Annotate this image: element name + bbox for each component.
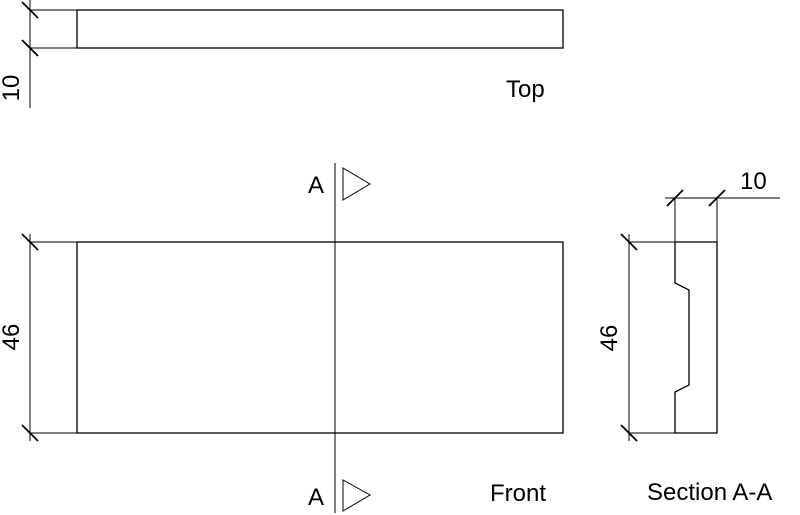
section-arrow-top-icon [342,167,371,201]
front-dimension-value: 46 [0,324,25,351]
section-cut-line: A A [308,163,372,513]
section-marker-letter-top: A [308,172,324,199]
section-width-tick-left [666,189,684,207]
front-view-label: Front [490,480,546,507]
section-height-tick-upper [620,233,638,251]
section-marker-letter-bottom: A [308,484,324,511]
section-width-tick-right [708,189,726,207]
top-dimension-tick-lower [21,39,39,57]
section-height-dimension: 46 [596,233,675,442]
section-height-tick-lower [620,424,638,442]
front-dimension: 46 [0,233,77,442]
front-view-outline [76,241,564,434]
section-width-value: 10 [740,168,767,195]
top-dimension-value: 10 [0,75,25,102]
section-width-dimension: 10 [665,168,780,242]
front-view: 46 A A Front [0,163,564,513]
top-dimension: 10 [0,0,77,108]
section-height-value: 46 [596,325,623,352]
section-view: 46 10 Section A-A [596,168,780,506]
top-dimension-tick-upper [21,1,39,19]
section-view-label: Section A-A [647,479,772,506]
section-profile [674,241,718,434]
front-dimension-tick-lower [21,424,39,442]
top-view-label: Top [506,76,545,103]
front-dimension-tick-upper [21,233,39,251]
top-view-outline [76,9,564,49]
top-view: 10 Top [0,0,564,108]
section-arrow-bottom-icon [342,479,372,512]
